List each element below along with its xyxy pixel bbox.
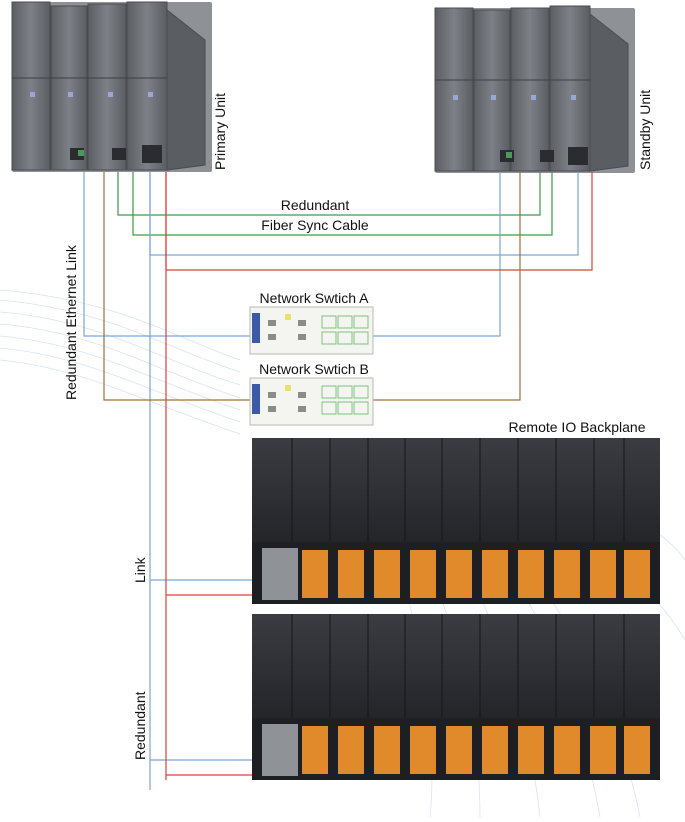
switch-a-label: Network Swtich A [260, 290, 370, 306]
remote-io-backplane-bottom [252, 614, 660, 780]
redundant-ethernet-link-label: Redundant Ethernet Link [63, 244, 79, 400]
remote-io-backplane-top [252, 438, 660, 604]
network-switch-a [249, 306, 374, 355]
link-label: Link [132, 556, 148, 583]
redundant-label: Redundant [132, 691, 148, 760]
fiber-sync-cables [117, 172, 553, 236]
switch-b-label: Network Swtich B [259, 361, 369, 377]
network-switch-b [249, 377, 374, 426]
primary-plc-rack [11, 1, 212, 172]
brown-cables [103, 172, 521, 401]
standby-plc-rack [434, 5, 635, 173]
standby-unit-label: Standby Unit [637, 90, 653, 170]
remote-io-backplane-label: Remote IO Backplane [509, 419, 646, 435]
link-blue-cables [83, 172, 579, 790]
primary-unit-label: Primary Unit [212, 93, 228, 170]
redundant-fiber-label-line2: Fiber Sync Cable [261, 217, 369, 233]
redundant-fiber-label-line1: Redundant [281, 197, 350, 213]
